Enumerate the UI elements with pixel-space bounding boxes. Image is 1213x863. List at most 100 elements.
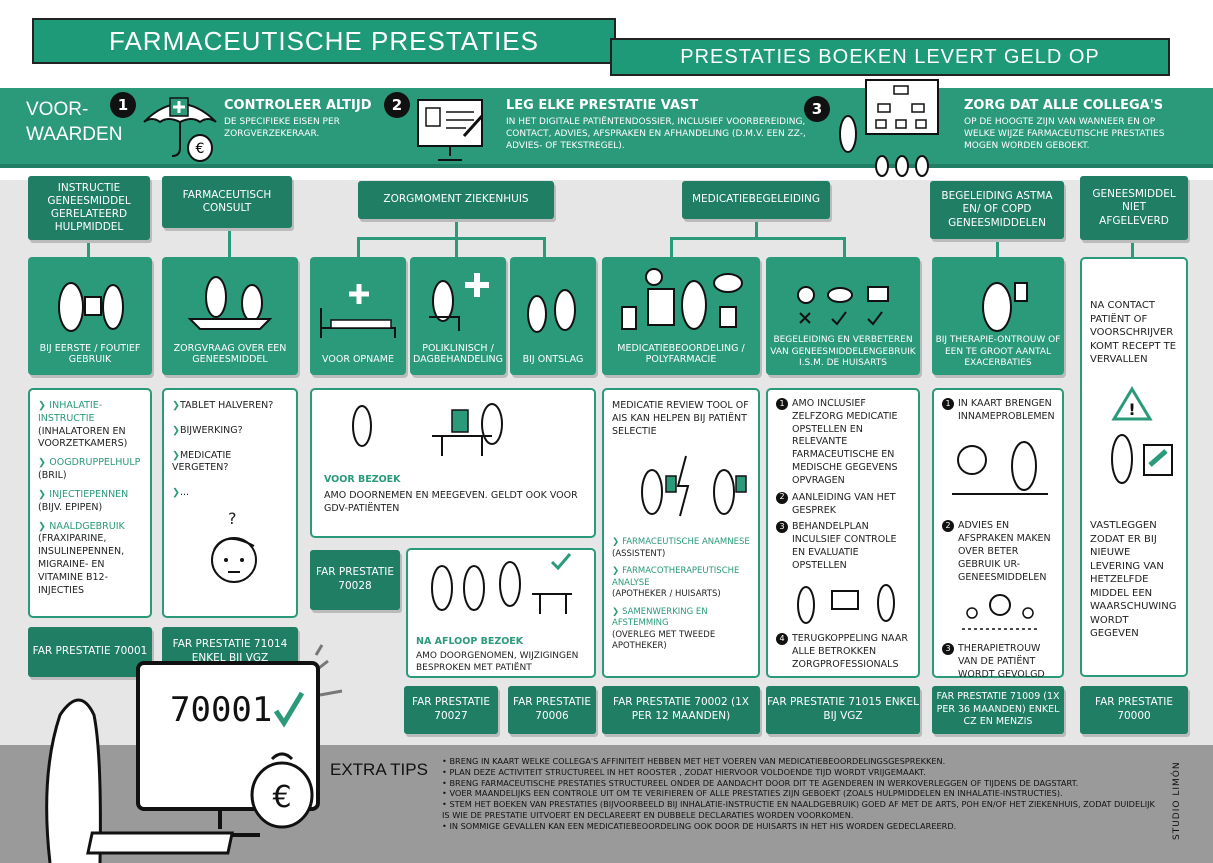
list-item: ❯ NAALDGEBRUIK(FRAXIPARINE, INSULINEPENN… [38, 520, 125, 596]
card-instructie: ❯ INHALATIE-INSTRUCTIE(INHALATOREN EN VO… [28, 388, 152, 618]
euro-money-symbol: € [272, 780, 291, 815]
list-item: • BRENG FARMACEUTISCHE PRESTATIES STRUCT… [442, 777, 1079, 788]
step-2-title: LEG ELKE PRESTATIE VAST [506, 98, 699, 113]
list-item: • VOER MAANDELIJKS EEN CONTROLE UIT OM T… [442, 788, 1063, 799]
step-3-text: OP DE HOOGTE ZIJN VAN WANNEER EN OP WELK… [964, 117, 1165, 152]
list-item: • BRENG IN KAART WELKE COLLEGA'S AFFINIT… [442, 756, 946, 766]
list-item: ❯ INJECTIEPENNEN(BIJV. EPIPEN) [38, 488, 129, 513]
card-consult-list: ❯TABLET HALVEREN? ❯BIJWERKING? ❯MEDICATI… [172, 400, 288, 500]
list-item: • IN SOMMIGE GEVALLEN KAN EEN MEDICATIEB… [442, 820, 957, 831]
svg-text:!: ! [1128, 400, 1135, 419]
wheelchair-patient-icon [429, 273, 489, 331]
tile-voor-opname: VOOR OPNAME [310, 257, 406, 375]
counseling-figures-icon [952, 440, 1048, 495]
credit: STUDIO LIMÓN [1172, 761, 1182, 840]
team-flowchart-icon [839, 79, 939, 177]
tile-zorgvraag-label: ZORGVRAAG OVER EEN GENEESMIDDEL [173, 343, 287, 365]
pills-clipboard-icon [621, 268, 743, 330]
medicatie-intro: MEDICATIE REVIEW TOOL OF AIS KAN HELPEN … [612, 400, 749, 437]
subtitle-banner: PRESTATIES BOEKEN LEVERT GELD OP [610, 38, 1170, 76]
thinking-face-icon [211, 537, 257, 583]
far-70028: FAR PRESTATIE 70028 [310, 550, 400, 610]
list-item: • PLAN DEZE ACTIVITEIT STRUCTUREEL IN HE… [442, 766, 926, 777]
list-item: ❯... [172, 487, 190, 499]
card-instructie-list: ❯ INHALATIE-INSTRUCTIE(INHALATOREN EN VO… [38, 400, 142, 597]
na-afloop-title: NA AFLOOP BEZOEK [416, 636, 524, 647]
card-medicatiebeoordeling: MEDICATIE REVIEW TOOL OF AIS KAN HELPEN … [602, 388, 760, 678]
step-1-title: CONTROLEER ALTIJD [224, 98, 372, 113]
category-medicatiebegeleiding: MEDICATIEBEGELEIDING [682, 181, 830, 219]
category-farmaceutisch-consult: FARMACEUTISCH CONSULT [162, 176, 292, 228]
card-voor-bezoek: VOOR BEZOEK AMO DOORNEMEN EN MEEGEVEN. G… [310, 388, 596, 538]
voor-bezoek-text: AMO DOORNEMEN EN MEEGEVEN. GELDT OOK VOO… [324, 490, 578, 514]
warning-figure-icon: ! [1111, 385, 1173, 484]
step-1-text: DE SPECIFIEKE EISEN PER ZORGVERZEKERAAR. [224, 117, 340, 140]
card-consult: ❯TABLET HALVEREN? ❯BIJWERKING? ❯MEDICATI… [162, 388, 298, 618]
far-71015: FAR PRESTATIE 71015 ENKEL BIJ VGZ [766, 686, 920, 734]
list-item: ❯ OOGDRUPPELHULP(BRIL) [38, 457, 141, 482]
step-number-3: 3 [804, 96, 830, 122]
step-2-text: IN HET DIGITALE PATIËNTENDOSSIER, INCLUS… [506, 117, 806, 152]
visit-desk-icon [352, 403, 503, 456]
question-mark: ? [228, 509, 237, 528]
list-item: ❯ FARMACEUTISCHE ANAMNESE(ASSISTENT) [612, 537, 750, 559]
tile-begeleiding-verbeteren-label: BEGELEIDING EN VERBETEREN VAN GENEESMIDD… [770, 335, 916, 368]
voorwaarden-strip: VOOR- WAARDEN 1 € CONTROLEER ALTIJD DE S… [0, 79, 1213, 177]
far-70001: FAR PRESTATIE 70001 [28, 627, 152, 677]
tile-therapie-ontrouw: BIJ THERAPIE-ONTROUW OF EEN TE GROOT AAN… [932, 257, 1064, 375]
consult-desk-icon [187, 276, 273, 330]
after-visit-figures-icon [431, 553, 572, 614]
tile-medicatiebeoordeling: MEDICATIEBEOORDELING / POLYFARMACIE [602, 257, 760, 375]
list-item: ❯MEDICATIE VERGETEN? [172, 449, 232, 474]
na-afloop-text: AMO DOORGENOMEN, WIJZIGINGEN BESPROKEN M… [416, 651, 579, 674]
tile-bij-ontslag: BIJ ONTSLAG [510, 257, 596, 375]
pills-checks-icon [797, 286, 889, 326]
location-pins-icon [962, 593, 1038, 630]
list-item: ❯BIJWERKING? [172, 424, 243, 436]
tile-poliklinisch-label: POLIKLINISCH / DAGBEHANDELING [413, 343, 503, 365]
tile-bij-ontslag-label: BIJ ONTSLAG [522, 354, 584, 365]
umbrella-money-icon: € [143, 97, 217, 162]
far-71014: FAR PRESTATIE 71014 ENKEL BIJ VGZ [162, 627, 298, 677]
medicatie-list: ❯ FARMACEUTISCHE ANAMNESE(ASSISTENT) ❯ F… [612, 537, 750, 652]
niet-afgeleverd-bottom: VASTLEGGEN ZODAT ER BIJ NIEUWE LEVERING … [1090, 520, 1177, 639]
far-70000: FAR PRESTATIE 70000 [1080, 686, 1188, 734]
extra-tips-label: EXTRA TIPS [330, 760, 428, 779]
list-item: ❯TABLET HALVEREN? [172, 400, 274, 411]
category-instructie: INSTRUCTIE GENEESMIDDEL GERELATEERD HULP… [28, 176, 150, 240]
tile-poliklinisch: POLIKLINISCH / DAGBEHANDELING [410, 257, 506, 375]
tile-eerste-gebruik-label: BIJ EERSTE / FOUTIEF GEBRUIK [39, 343, 141, 365]
tile-therapie-ontrouw-label: BIJ THERAPIE-ONTROUW OF EEN TE GROOT AAN… [935, 335, 1061, 368]
far-70006: FAR PRESTATIE 70006 [508, 686, 596, 734]
far-70002: FAR PRESTATIE 70002 (1X PER 12 MAANDEN) [602, 686, 760, 734]
discharge-figures-icon [527, 289, 576, 333]
tile-eerste-gebruik: BIJ EERSTE / FOUTIEF GEBRUIK [28, 257, 152, 375]
feedback-loop-icon [797, 583, 895, 624]
voorwaarden-label: VOOR- WAARDEN [26, 99, 123, 145]
monitor-dossier-icon [417, 99, 484, 161]
page-subtitle: PRESTATIES BOEKEN LEVERT GELD OP [680, 45, 1100, 68]
tile-begeleiding-verbeteren: BEGELEIDING EN VERBETEREN VAN GENEESMIDD… [766, 257, 920, 375]
tile-medicatiebeoordeling-label: MEDICATIEBEOORDELING / POLYFARMACIE [617, 343, 745, 365]
voor-bezoek-title: VOOR BEZOEK [324, 474, 401, 485]
far-71009: FAR PRESTATIE 71009 (1X PER 36 MAANDEN) … [932, 686, 1064, 734]
review-figures-icon [641, 456, 747, 517]
title-banner: FARMACEUTISCHE PRESTATIES [32, 18, 616, 64]
computer-money-illustration: 70001 € [45, 644, 343, 863]
hospital-bed-icon [320, 284, 396, 338]
card-niet-afgeleverd: NA CONTACT PATIËNT OF VOORSCHRIJVER KOMT… [1080, 257, 1188, 677]
step-number-1: 1 [110, 92, 136, 118]
step-3-title: ZORG DAT ALLE COLLEGA'S [964, 98, 1164, 113]
category-astma-copd: BEGELEIDING ASTMA EN/ OF COPD GENEESMIDD… [930, 181, 1064, 239]
far-70027: FAR PRESTATIE 70027 [404, 686, 498, 734]
tile-zorgvraag: ZORGVRAAG OVER EEN GENEESMIDDEL [162, 257, 298, 375]
list-item: ❯ SAMENWERKING EN AFSTEMMING(OVERLEG MET… [612, 606, 716, 651]
